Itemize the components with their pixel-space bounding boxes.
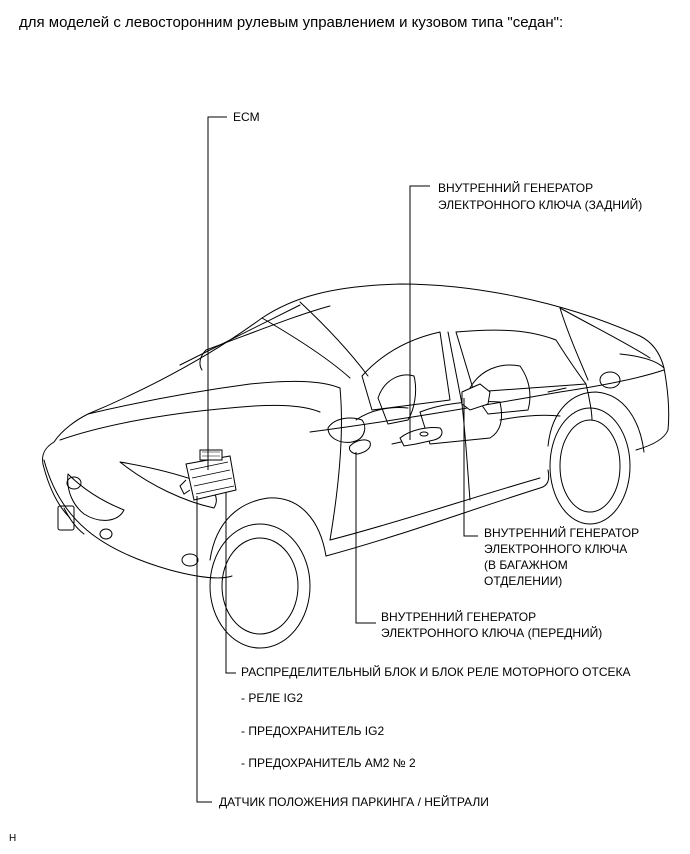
- front-seat: [377, 374, 417, 425]
- car-roof-outline: [87, 283, 665, 415]
- park-sensor-leader: [196, 496, 212, 803]
- rear-end: [635, 367, 670, 451]
- grille: [67, 473, 125, 521]
- front-key-oscillator-component: [349, 439, 371, 455]
- ecm-leader: [207, 116, 227, 470]
- rear-osc-leader: [409, 185, 430, 440]
- label-ecm: ECM: [233, 110, 260, 124]
- rear-wheel: [549, 407, 631, 525]
- side-mirror: [327, 417, 366, 443]
- figure-code: H: [9, 833, 17, 844]
- label-relay-block: РАСПРЕДЕЛИТЕЛЬНЫЙ БЛОК И БЛОК РЕЛЕ МОТОР…: [241, 665, 631, 679]
- front-door-window: [361, 331, 451, 411]
- label-front-oscillator-line2: ЭЛЕКТРОННОГО КЛЮЧА (ПЕРЕДНИЙ): [381, 626, 603, 640]
- trunk-key-oscillator-component: [461, 383, 491, 411]
- hood-outline: [87, 380, 341, 415]
- front-wheel: [209, 523, 311, 649]
- relay-block-leader: [225, 492, 236, 674]
- label-trunk-oscillator-line1: ВНУТРЕННИЙ ГЕНЕРАТОР: [484, 526, 640, 540]
- trunk-osc-leader: [463, 398, 478, 537]
- side-sill: [325, 469, 550, 557]
- rear-seat: [469, 364, 531, 415]
- label-relay-ig2: - РЕЛЕ IG2: [241, 691, 303, 705]
- rear-door: [585, 383, 593, 421]
- front-door: [329, 387, 343, 541]
- front-bumper: [43, 459, 233, 579]
- label-trunk-oscillator-line3: (В БАГАЖНОМ: [484, 558, 568, 572]
- engine-relay-block-component: [179, 449, 237, 501]
- label-rear-oscillator-line2: ЭЛЕКТРОННОГО КЛЮЧА (ЗАДНИЙ): [438, 198, 643, 212]
- label-park-neutral-sensor: ДАТЧИК ПОЛОЖЕНИЯ ПАРКИНГА / НЕЙТРАЛИ: [219, 795, 489, 809]
- label-trunk-oscillator-line4: ОТДЕЛЕНИИ): [484, 574, 563, 588]
- rear-door-window: [455, 329, 587, 393]
- label-fuse-ig2: - ПРЕДОХРАНИТЕЛЬ IG2: [241, 724, 385, 738]
- front-osc-leader: [355, 452, 376, 624]
- label-rear-oscillator-line1: ВНУТРЕННИЙ ГЕНЕРАТОР: [438, 181, 594, 195]
- label-trunk-oscillator-line2: ЭЛЕКТРОННОГО КЛЮЧА: [484, 542, 628, 556]
- label-fuse-am2: - ПРЕДОХРАНИТЕЛЬ AM2 № 2: [241, 756, 416, 770]
- page-heading: для моделей с левосторонним рулевым упра…: [19, 14, 564, 31]
- label-front-oscillator-line1: ВНУТРЕННИЙ ГЕНЕРАТОР: [381, 610, 537, 624]
